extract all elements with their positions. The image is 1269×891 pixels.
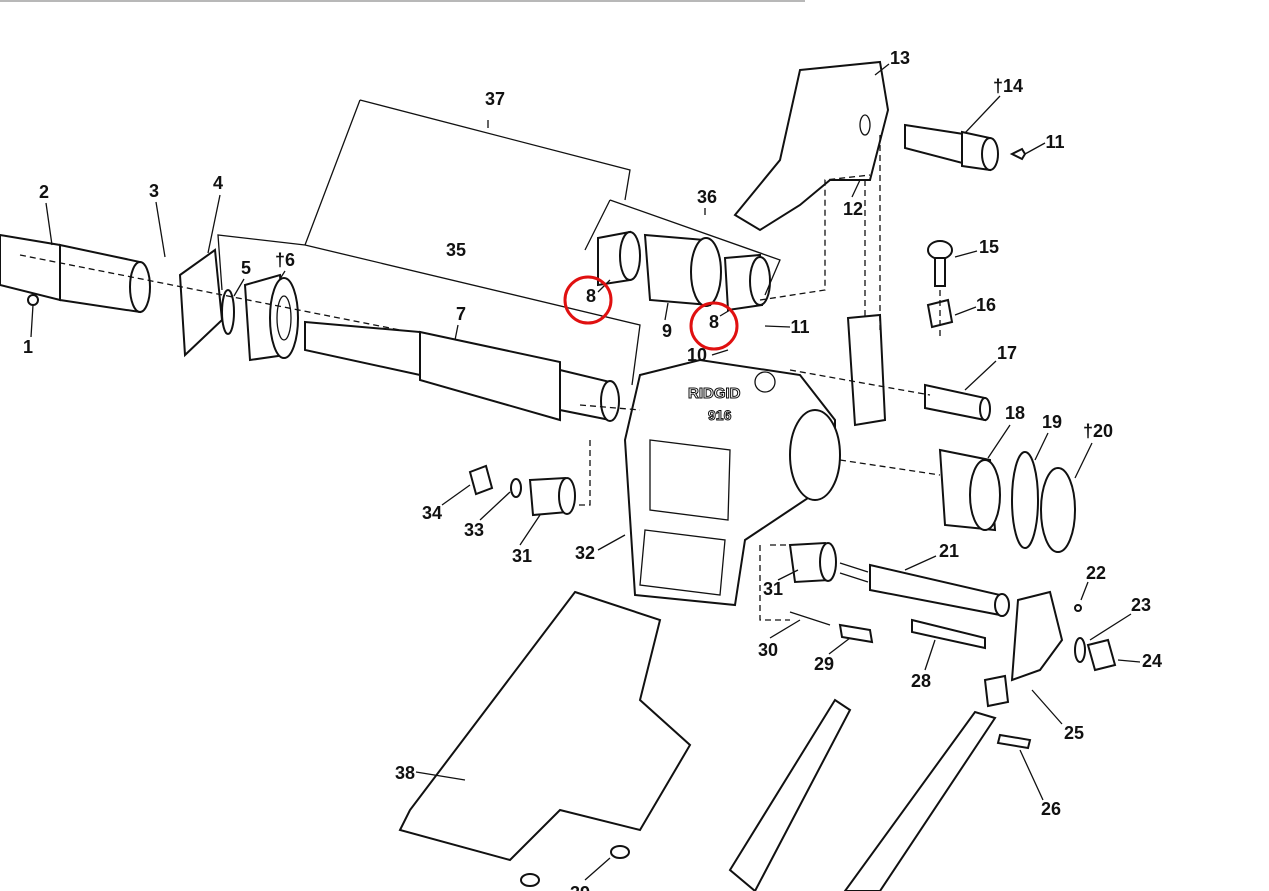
part-31-bearing-right (788, 541, 837, 584)
housing-model-logo: 916 (708, 407, 732, 423)
part-5-ring (221, 289, 235, 335)
part-25-clevis (1010, 590, 1064, 682)
part-24-nut (1086, 638, 1117, 672)
top-divider (0, 0, 805, 2)
label-35: 35 (445, 240, 467, 260)
part-22-screw (1074, 604, 1082, 612)
label-30: 30 (757, 640, 779, 660)
label-4: 4 (212, 173, 224, 193)
highlight-circle-8-right (689, 301, 739, 351)
label-3: 3 (148, 181, 160, 201)
part-9-sleeve (643, 233, 722, 307)
label-1: 1 (22, 337, 34, 357)
label-18: 18 (1004, 403, 1026, 423)
label-31-right: 31 (762, 579, 784, 599)
label-31-left: 31 (511, 546, 533, 566)
label-7: 7 (455, 304, 467, 324)
part-11-screw-top (1009, 147, 1027, 161)
handle-left (728, 698, 852, 891)
part-8-bearing-right (723, 253, 771, 312)
part-31-bearing-left (528, 476, 576, 517)
part-32-housing: RIDGID 916 (623, 358, 841, 607)
label-25: 25 (1063, 723, 1085, 743)
label-36: 36 (696, 187, 718, 207)
label-16: 16 (975, 295, 997, 315)
part-20-seal (1040, 467, 1076, 553)
label-39: 39 (570, 884, 590, 891)
handle-right (843, 710, 997, 891)
part-17-pin (924, 383, 991, 422)
label-34: 34 (421, 503, 443, 523)
label-24: 24 (1141, 651, 1163, 671)
label-6: †6 (274, 250, 296, 270)
label-19: 19 (1041, 412, 1063, 432)
part-29-plunger (838, 623, 874, 644)
part-2-tube (0, 233, 151, 314)
part-13-lever (733, 60, 890, 232)
part-33-washer (510, 478, 522, 498)
part-4-flange (178, 248, 224, 358)
label-29: 29 (813, 654, 835, 674)
label-9: 9 (661, 321, 673, 341)
part-15-bolt (927, 240, 953, 287)
housing-brand-logo: RIDGID (688, 385, 741, 402)
bracket (846, 313, 887, 427)
part-18-bearing (938, 448, 1001, 532)
label-37: 37 (484, 89, 506, 109)
label-22: 22 (1085, 563, 1107, 583)
part-14-pin (904, 123, 999, 172)
part-34-nut (468, 464, 494, 496)
part-38-plate (398, 590, 692, 862)
label-8-left: 8 (585, 286, 597, 306)
label-23: 23 (1130, 595, 1152, 615)
label-32: 32 (574, 543, 596, 563)
part-1-nut (27, 294, 39, 306)
part-30-spring (789, 611, 831, 626)
label-11-upper: 11 (1045, 132, 1065, 152)
label-10: 10 (686, 345, 708, 365)
label-2: 2 (38, 182, 50, 202)
label-17: 17 (996, 343, 1018, 363)
part-6-bearing (243, 273, 299, 362)
label-33: 33 (463, 520, 485, 540)
label-12: 12 (842, 199, 864, 219)
label-11-lower: 11 (790, 317, 810, 337)
label-26: 26 (1040, 799, 1062, 819)
part-7-shaft (304, 320, 620, 422)
part-8-bearing-left (597, 230, 641, 287)
label-8-right: 8 (708, 312, 720, 332)
part-39-washer (610, 845, 630, 859)
label-21: 21 (938, 541, 960, 561)
highlight-circle-8-left (563, 275, 613, 325)
label-38: 38 (394, 763, 416, 783)
part-28-bolt (911, 618, 986, 650)
part-26-pin (996, 733, 1032, 750)
label-5: 5 (240, 258, 252, 278)
label-14: †14 (992, 76, 1024, 96)
label-13: 13 (889, 48, 911, 68)
label-15: 15 (978, 237, 1000, 257)
part-23-washer (1074, 637, 1086, 663)
label-28: 28 (910, 671, 932, 691)
part-19-snap-ring (1011, 451, 1039, 549)
label-20: †20 (1082, 421, 1114, 441)
part-21-shaft (839, 562, 1010, 617)
